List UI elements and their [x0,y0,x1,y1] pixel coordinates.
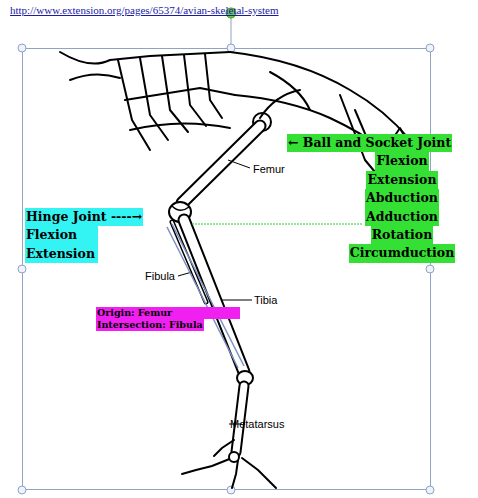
text-line: Origin: Femur [96,307,242,319]
callout-item: Intersection: Fibula [96,319,204,331]
part-name: Femur [253,163,285,175]
text-line: Extension [25,245,165,263]
callout-item: Circumduction [349,244,456,262]
callout-item: Rotation [371,226,434,244]
text-line: Flexion [25,226,165,244]
text-line: Circumduction [345,244,459,262]
text-line: Adduction [345,208,459,226]
text-line: Extension [345,171,459,189]
callout-item: Extension [366,171,437,189]
text-line: Abduction [345,189,459,207]
callout-item: Abduction [365,189,439,207]
part-name: Tibia [254,294,277,306]
part-name: Metatarsus [230,418,284,430]
callout-item: Extension [25,245,98,263]
text-line: Intersection: Fibula [96,319,242,331]
ball-socket-callout: ← Ball and Socket JointFlexionExtensionA… [287,134,459,263]
callout-heading: ← Ball and Socket Joint [287,134,452,152]
callout-item: Flexion [375,152,428,170]
text-line: Flexion [345,152,459,170]
text-line: ← Ball and Socket Joint [287,134,459,152]
text-line: Rotation [345,226,459,244]
hinge-joint-callout: Hinge Joint ----→FlexionExtension [25,208,165,263]
callout-item: Adduction [365,208,439,226]
source-url: http://www.extension.org/pages/65374/avi… [10,4,279,16]
callout-heading: Origin: Femur [96,307,240,319]
muscle-callout: Origin: FemurIntersection: Fibula [96,307,242,331]
callout-heading: Hinge Joint ----→ [25,208,143,226]
callout-item: Flexion [25,226,98,244]
part-name: Fibula [145,270,175,282]
text-line: Hinge Joint ----→ [25,208,165,226]
